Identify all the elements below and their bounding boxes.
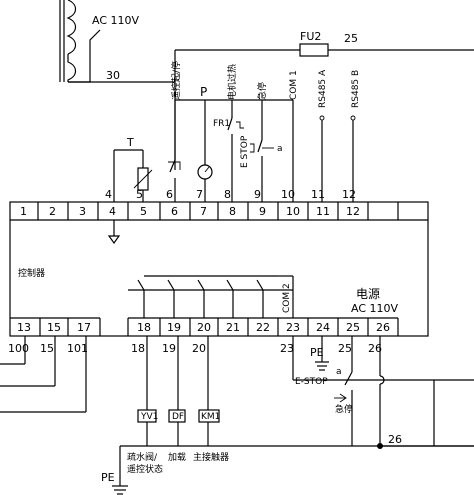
svg-text:6: 6 [166,188,173,201]
wire-30-label: 30 [106,69,120,82]
label-com1: COM 1 [289,70,299,100]
svg-text:5: 5 [140,205,147,218]
bottom-wire-numbers: 100 15 101 18 19 20 23 25 26 [8,342,382,355]
ground-icon [107,235,121,245]
output-relays: COM 2 [128,275,294,318]
svg-text:11: 11 [311,188,325,201]
label-pressure: P [200,85,207,99]
svg-text:2: 2 [49,205,56,218]
svg-text:17: 17 [77,321,91,334]
label-remote-start-stop: 遥控起/停 [170,61,182,100]
svg-text:9: 9 [254,188,261,201]
svg-text:5: 5 [136,188,143,201]
svg-text:23: 23 [286,321,300,334]
svg-text:8: 8 [229,205,236,218]
estop-top-contact: a [277,144,283,154]
svg-text:YV1: YV1 [140,412,158,422]
wire-25-label: 25 [344,32,358,45]
svg-text:DF: DF [172,412,184,422]
svg-text:15: 15 [40,342,54,355]
top-signal-labels: 遥控起/停 P 电机过热 急停 COM 1 RS485 A RS485 B [170,61,361,108]
estop-bottom-caption: 急停 [335,403,353,415]
pe-label-lower: PE [101,471,115,484]
svg-text:20: 20 [192,342,206,355]
pe-label-upper: PE [310,346,324,359]
svg-text:6: 6 [171,205,178,218]
svg-text:100: 100 [8,342,29,355]
svg-text:22: 22 [256,321,270,334]
controller-body: 1 2 3 4 5 6 7 8 9 10 11 12 控制器 电源 AC 110… [9,201,429,337]
svg-text:15: 15 [47,321,61,334]
label-rs485-a: RS485 A [318,69,328,108]
bottom-terminal-numbers: 13 15 17 18 19 20 21 22 23 24 25 26 [17,321,390,334]
estop-bottom-label: E-STOP [295,377,328,387]
svg-text:3: 3 [79,205,86,218]
estop-bottom-contact: a [336,367,342,377]
svg-text:25: 25 [346,321,360,334]
label-motor-overheat: 电机过热 [226,64,238,100]
svg-text:10: 10 [281,188,295,201]
svg-text:18: 18 [137,321,151,334]
svg-text:20: 20 [197,321,211,334]
svg-text:19: 19 [167,321,181,334]
top-wiring: T FR1 E STOP a [113,99,356,202]
wire-26-right: 26 [388,433,402,446]
svg-text:21: 21 [226,321,240,334]
svg-text:25: 25 [338,342,352,355]
svg-text:26: 26 [368,342,382,355]
svg-text:疏水阀/: 疏水阀/ [127,451,158,463]
controller-label: 控制器 [18,267,45,279]
svg-text:23: 23 [280,342,294,355]
power-label: 电源 [356,287,380,301]
svg-text:101: 101 [67,342,88,355]
svg-text:10: 10 [286,205,300,218]
coil-df [168,409,186,423]
svg-text:11: 11 [316,205,330,218]
bottom-wiring: YV1 DF KM1 PE E-STOP a 急停 26 [0,336,474,495]
svg-text:主接触器: 主接触器 [193,451,229,463]
svg-text:18: 18 [131,342,145,355]
power-voltage: AC 110V [351,302,399,315]
estop-top-label: E STOP [240,135,250,168]
svg-text:12: 12 [346,205,360,218]
svg-text:12: 12 [342,188,356,201]
svg-text:7: 7 [200,205,207,218]
svg-text:19: 19 [162,342,176,355]
top-wire-numbers: 4 5 6 7 8 9 10 11 12 [105,188,356,201]
svg-text:遥控状态: 遥控状态 [127,463,163,475]
svg-text:9: 9 [259,205,266,218]
label-emergency-stop: 急停 [256,82,268,100]
svg-text:8: 8 [224,188,231,201]
thermistor-label: T [126,136,134,149]
coil-km1 [198,409,220,423]
svg-text:7: 7 [196,188,203,201]
label-rs485-b: RS485 B [351,70,361,108]
transformer-voltage: AC 110V [92,14,140,27]
transformer: AC 110V 30 [59,0,175,83]
svg-text:加载: 加载 [168,451,186,463]
top-terminal-numbers: 1 2 3 4 5 6 7 8 9 10 11 12 [20,205,360,218]
svg-text:4: 4 [109,205,116,218]
svg-text:13: 13 [17,321,31,334]
svg-text:26: 26 [376,321,390,334]
svg-text:4: 4 [105,188,112,201]
fr1-label: FR1 [213,119,230,129]
svg-text:KM1: KM1 [201,412,220,422]
svg-text:24: 24 [316,321,330,334]
com2-label: COM 2 [282,283,292,313]
fuse-fu2: FU2 25 [175,30,474,57]
svg-text:1: 1 [20,205,27,218]
fuse-label: FU2 [300,30,321,43]
